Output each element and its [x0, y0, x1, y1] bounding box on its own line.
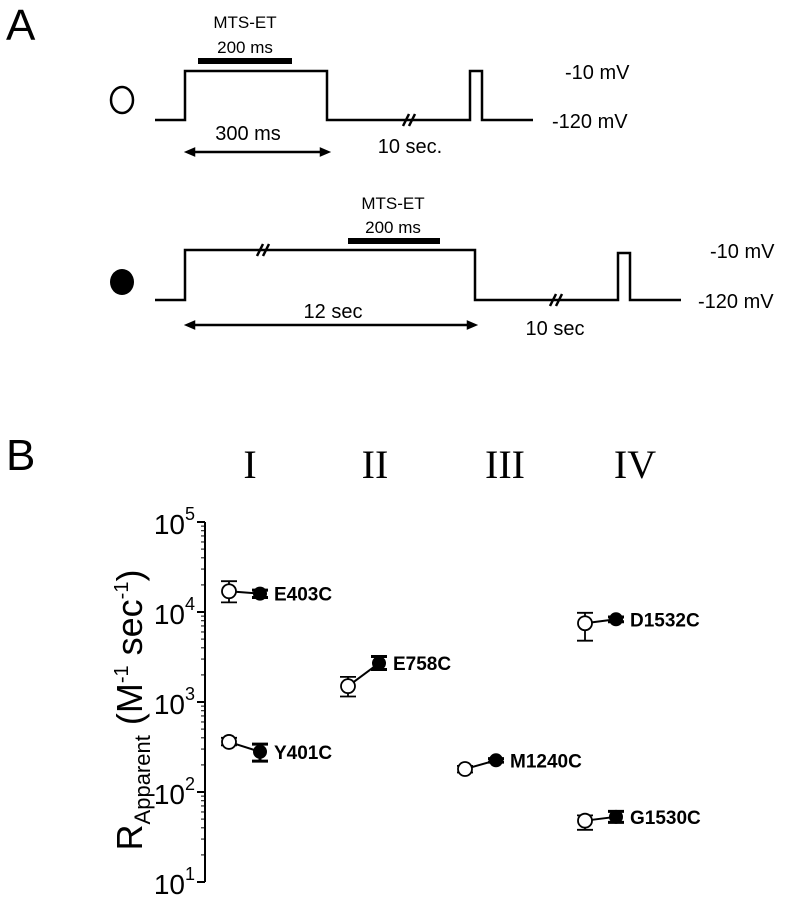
y-tick-label: 103 [154, 684, 195, 720]
point-label: G1530C [630, 808, 701, 829]
open-marker [221, 583, 237, 600]
y-axis: 101 102 103 104 105 [154, 504, 206, 899]
open-marker [577, 812, 593, 829]
y-tick-label: 102 [154, 774, 195, 810]
point-label: Y401C [274, 743, 332, 764]
filled-circle-icon [110, 269, 134, 295]
domain-label: III [485, 442, 525, 487]
interval-label: 10 sec. [378, 136, 442, 158]
v-high-label: -10 mV [565, 62, 630, 84]
domain-label: IV [614, 442, 656, 487]
data-points: E403C Y401C E758C M1240C D1532C G1530C [221, 580, 701, 831]
point-label: E758C [393, 654, 451, 675]
point-label: M1240C [510, 751, 582, 772]
v-high-label: -10 mV [710, 241, 775, 263]
step-duration: 300 ms [215, 123, 281, 145]
voltage-trace-open [155, 69, 533, 122]
filled-marker [253, 744, 267, 759]
drug-bar [198, 58, 292, 64]
open-marker [577, 615, 593, 632]
interval-label: 10 sec [526, 318, 585, 340]
open-marker [340, 678, 356, 695]
drug-label: MTS-ET [213, 13, 276, 32]
domain-label: II [362, 442, 389, 487]
point-label: D1532C [630, 610, 700, 631]
v-low-label: -120 mV [552, 111, 628, 133]
protocol-filled: MTS-ET 200 ms 12 sec 10 sec -10 mV -120 … [110, 194, 775, 340]
data-point-pair-E403C: E403C [221, 580, 332, 606]
data-point-pair-M1240C: M1240C [457, 751, 582, 777]
data-point-pair-E758C: E758C [340, 654, 451, 698]
data-point-pair-Y401C: Y401C [221, 734, 332, 764]
v-low-label: -120 mV [698, 291, 774, 313]
open-circle-icon [109, 85, 135, 115]
protocol-open: MTS-ET 200 ms 300 ms 10 sec. -10 mV -120… [109, 13, 630, 158]
data-point-pair-G1530C: G1530C [577, 808, 701, 831]
voltage-trace-filled [155, 248, 681, 302]
y-tick-label: 104 [154, 594, 195, 630]
open-marker [457, 761, 473, 777]
panel-b-label: B [6, 431, 35, 480]
drug-bar [348, 238, 440, 244]
data-point-pair-D1532C: D1532C [577, 610, 700, 642]
drug-duration: 200 ms [217, 38, 273, 57]
drug-duration: 200 ms [365, 218, 421, 237]
y-tick-label: 101 [154, 864, 195, 899]
filled-marker [609, 809, 623, 824]
open-marker [221, 734, 237, 750]
filled-marker [489, 753, 503, 768]
break-mark [548, 293, 564, 307]
domain-labels: I II III IV [243, 442, 656, 487]
panel-a-label: A [6, 1, 36, 50]
filled-marker [372, 656, 386, 671]
drug-label: MTS-ET [361, 194, 424, 213]
y-axis-label: RApparent (M-1 sec-1) [109, 570, 155, 851]
domain-label: I [243, 442, 256, 487]
step-duration: 12 sec [304, 301, 363, 323]
point-label: E403C [274, 585, 332, 606]
filled-marker [253, 586, 267, 601]
filled-marker [609, 612, 623, 627]
y-tick-label: 105 [154, 504, 195, 540]
break-mark [401, 113, 417, 127]
duration-arrow [183, 147, 332, 157]
duration-arrow [183, 320, 479, 330]
break-mark [255, 243, 271, 257]
